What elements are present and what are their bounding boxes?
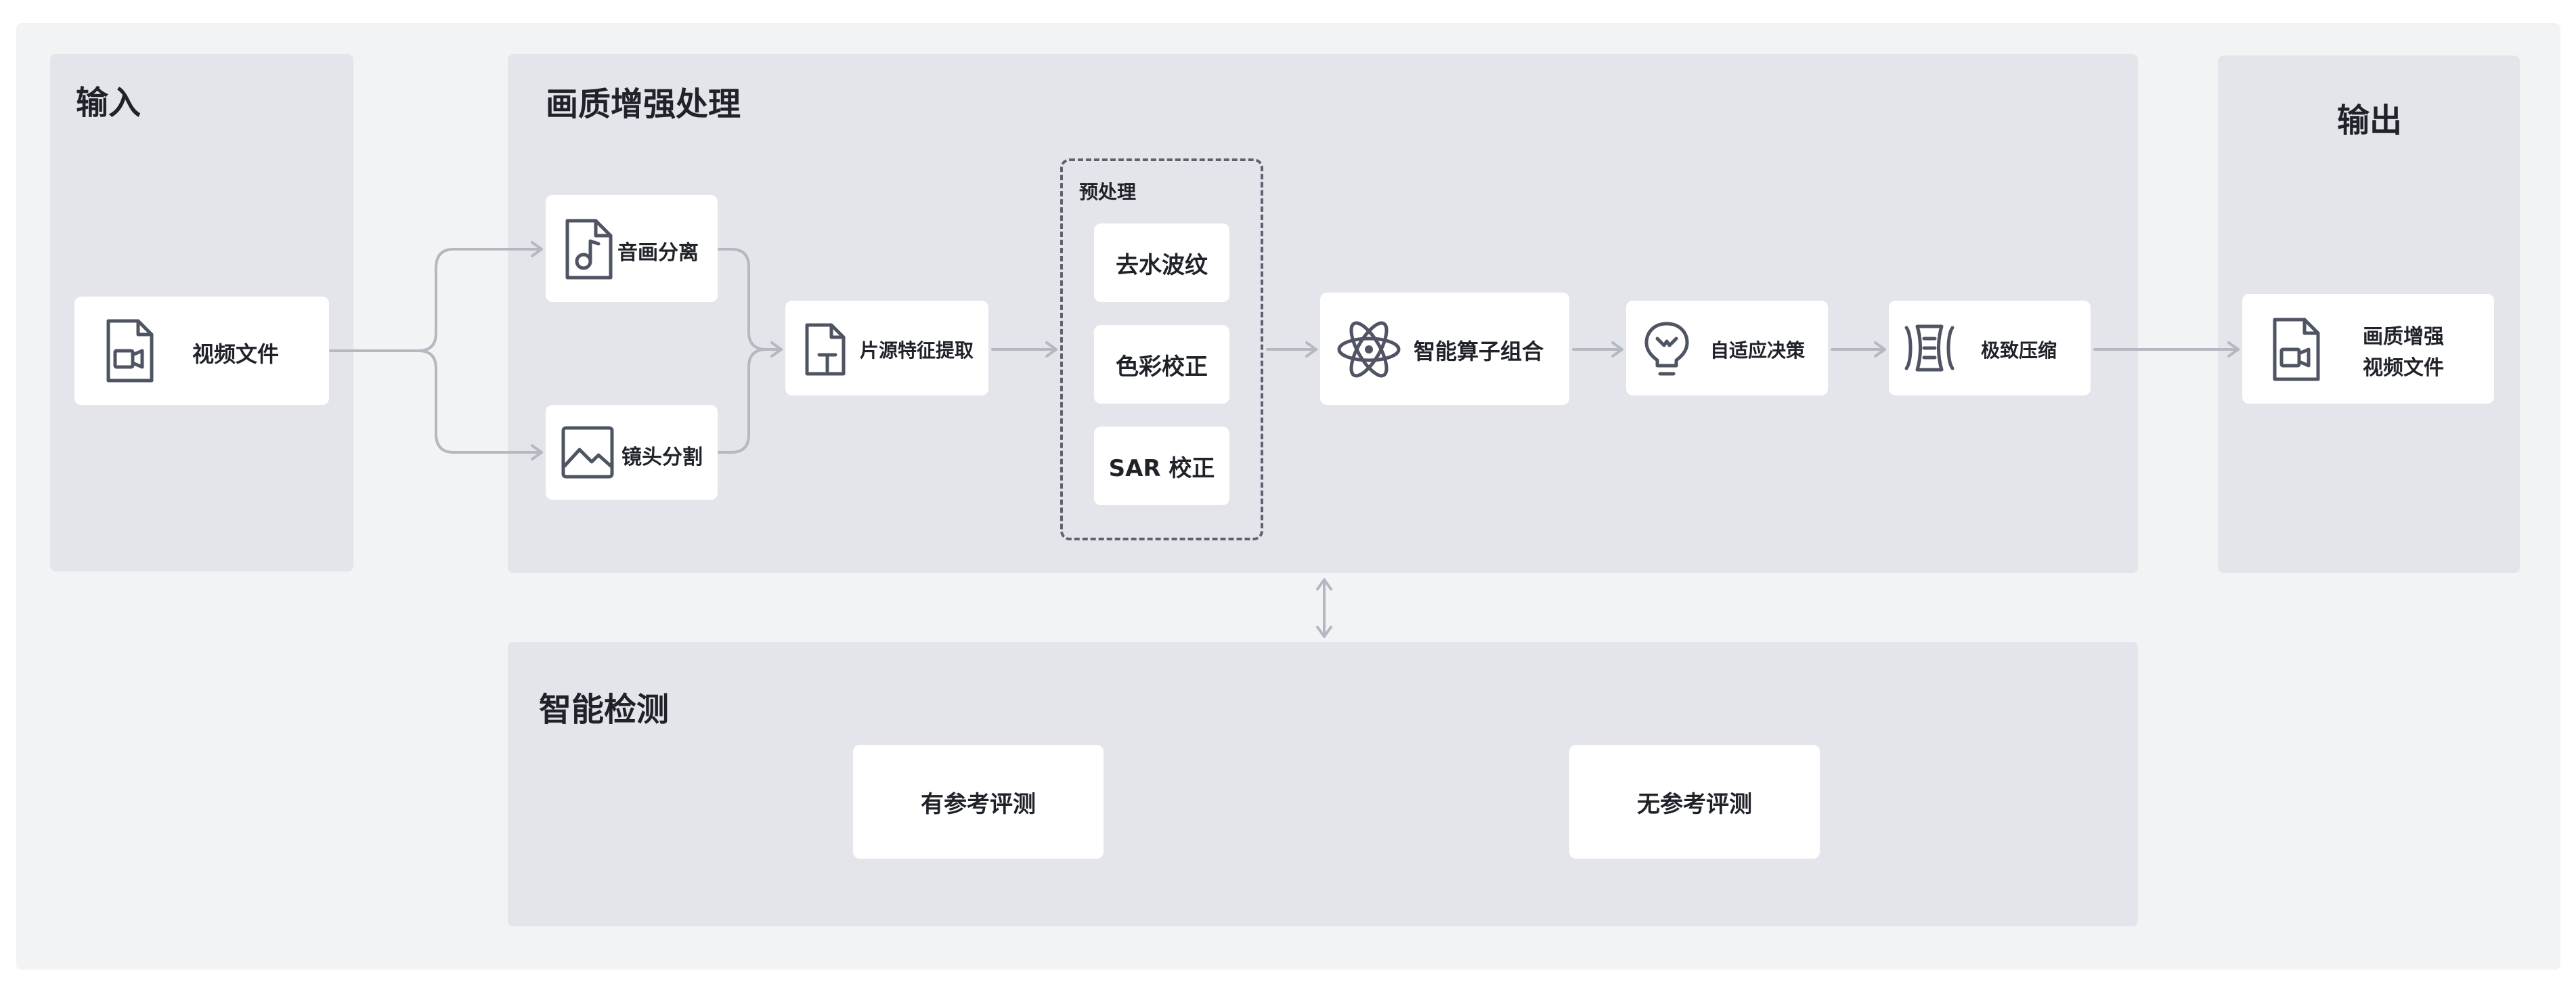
feature-extract-node[interactable]: 片源特征提取: [785, 301, 988, 395]
arrow-head: [531, 241, 543, 257]
reference-eval-node[interactable]: 有参考评测: [853, 745, 1104, 859]
enhanced-video-node[interactable]: 画质增强 视频文件: [2242, 294, 2494, 404]
enhance-title: 画质增强处理: [546, 85, 741, 123]
output-title: 输出: [2337, 102, 2403, 139]
image-icon: [561, 426, 614, 479]
enhanced-video-label-line1: 画质增强: [2363, 325, 2444, 349]
video-file-icon: [106, 319, 154, 383]
audio-split-label: 音画分离: [617, 241, 699, 265]
preprocess-title: 预处理: [1079, 181, 1137, 203]
adaptive-decision-label: 自适应决策: [1710, 339, 1806, 362]
video-file-label: 视频文件: [192, 341, 280, 367]
extreme-compress-node[interactable]: 极致压缩: [1889, 301, 2091, 395]
arrow-head: [1316, 626, 1332, 638]
arrow-head: [1305, 341, 1317, 358]
arrow-head: [1611, 341, 1623, 358]
enhanced-video-label-line2: 视频文件: [2363, 356, 2444, 380]
extreme-compress-label: 极致压缩: [1981, 339, 2057, 362]
preprocess-item-label: SAR 校正: [1108, 454, 1215, 482]
operator-combo-node[interactable]: 智能算子组合: [1320, 293, 1569, 405]
connector: [718, 348, 768, 454]
atom-icon: [1337, 321, 1401, 378]
detect-panel: [508, 642, 2138, 926]
preprocess-item-label: 色彩校正: [1116, 353, 1208, 381]
no-reference-eval-node[interactable]: 无参考评测: [1569, 745, 1820, 859]
detect-title: 智能检测: [539, 691, 670, 729]
input-title: 输入: [76, 84, 141, 122]
reference-eval-label: 有参考评测: [921, 790, 1036, 818]
feature-extract-label: 片源特征提取: [860, 339, 974, 362]
no-reference-eval-label: 无参考评测: [1637, 790, 1752, 818]
connector: [417, 349, 543, 454]
lightbulb-icon: [1644, 322, 1689, 376]
audio-split-node[interactable]: 音画分离: [546, 195, 718, 302]
arrow-head: [1874, 341, 1886, 358]
preprocess-item-label: 去水波纹: [1116, 251, 1208, 279]
preprocess-item[interactable]: 去水波纹: [1094, 223, 1229, 302]
operator-combo-label: 智能算子组合: [1414, 339, 1544, 364]
arrow-head: [770, 341, 783, 358]
connector: [718, 248, 783, 351]
arrow-head: [2227, 341, 2240, 358]
shot-split-node[interactable]: 镜头分割: [546, 405, 718, 500]
connector: [417, 248, 543, 352]
arrow-head: [1316, 578, 1332, 590]
video-file-icon: [2273, 318, 2320, 381]
video-file-node[interactable]: 视频文件: [74, 297, 329, 405]
preprocess-item[interactable]: SAR 校正: [1094, 427, 1229, 505]
music-file-icon: [565, 219, 613, 280]
arrow-head: [531, 444, 543, 460]
arrow-head: [1045, 341, 1057, 358]
text-file-icon: [805, 323, 846, 376]
shot-split-label: 镜头分割: [621, 446, 703, 469]
adaptive-decision-node[interactable]: 自适应决策: [1626, 301, 1828, 395]
preprocess-group: [1060, 158, 1263, 540]
compress-icon: [1904, 324, 1955, 372]
preprocess-item[interactable]: 色彩校正: [1094, 325, 1229, 404]
